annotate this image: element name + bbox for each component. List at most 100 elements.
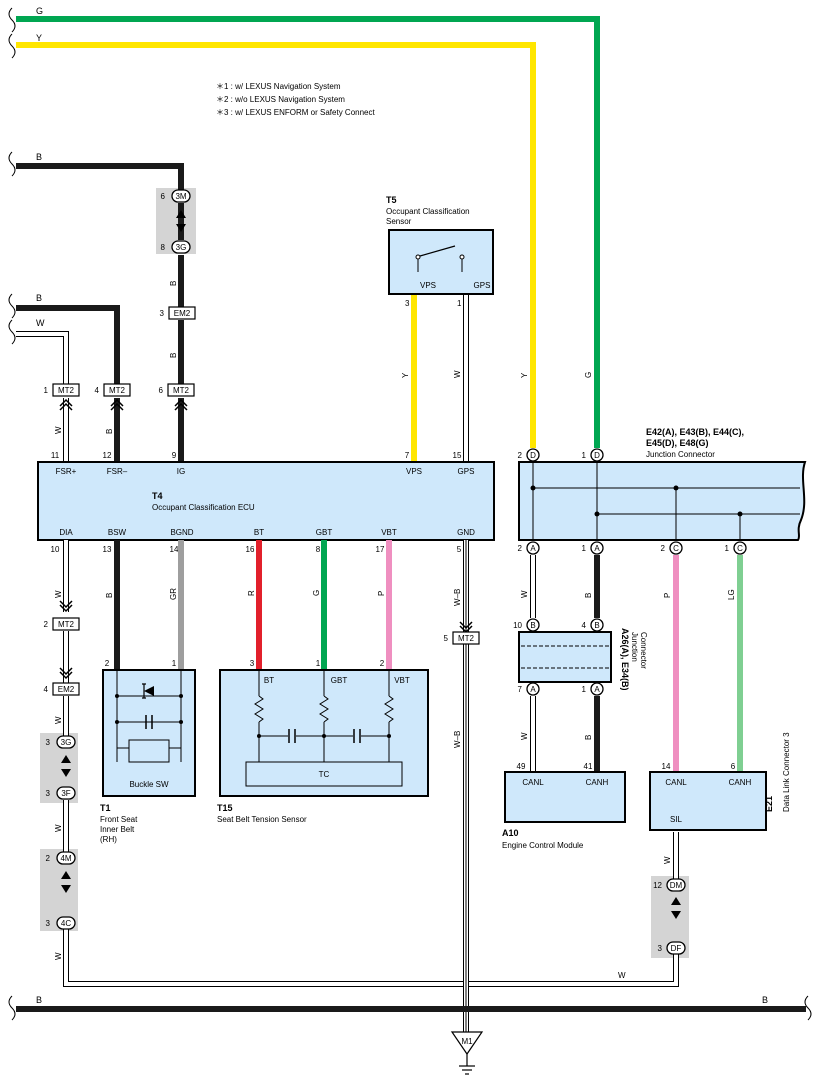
svg-text:2: 2 <box>518 544 523 553</box>
svg-text:10: 10 <box>513 621 522 630</box>
svg-text:2: 2 <box>46 854 51 863</box>
wire-label-y-down: Y <box>520 372 529 378</box>
svg-text:A: A <box>594 685 600 694</box>
wire-label-in-b1: B <box>36 152 42 162</box>
junction-title-line1: E42(A), E43(B), E44(C), <box>646 427 744 437</box>
junction-dots <box>530 485 743 517</box>
svg-text:8: 8 <box>161 243 166 252</box>
svg-text:6: 6 <box>159 386 164 395</box>
wire-b-fsrm-top <box>16 305 120 384</box>
svg-text:3G: 3G <box>61 738 72 747</box>
svg-text:A: A <box>530 544 536 553</box>
ecm-num-canl: 49 <box>517 762 526 771</box>
wire-label-top-g: G <box>36 6 43 16</box>
joint-3m: 3M 6 <box>161 189 191 203</box>
wire-label-vbt-p: P <box>377 591 386 596</box>
wire-label-c2-p: P <box>663 593 672 598</box>
junction2-box <box>518 631 612 683</box>
wire-label-top-y: Y <box>36 33 42 43</box>
svg-text:2: 2 <box>661 544 666 553</box>
wire-b-ig-top <box>16 163 184 192</box>
ecm-id: A10 <box>502 828 519 838</box>
svg-text:DM: DM <box>670 881 683 890</box>
connector-arrows-dm-df <box>671 897 681 919</box>
ecu-top-num-gps: 15 <box>453 451 462 460</box>
svg-text:4M: 4M <box>60 854 71 863</box>
note-3: ＊3 : w/ LEXUS ENFORM or Safety Connect <box>216 108 375 117</box>
dlc-id: E21 <box>764 796 774 812</box>
ground-m1 <box>450 1031 484 1075</box>
joint-3f-dia: 3F 3 <box>46 786 76 800</box>
ecu-bot-num-bt: 16 <box>246 545 255 554</box>
wire-label-a2-w2: W <box>520 732 529 740</box>
t15-num-vbt: 2 <box>380 659 385 668</box>
joint-df: DF 3 <box>658 941 686 955</box>
svg-text:3: 3 <box>46 789 51 798</box>
t5-switch-symbol <box>415 245 465 272</box>
break-mark-b1 <box>8 151 16 177</box>
svg-text:C: C <box>737 544 743 553</box>
t5-sensor-box <box>388 229 494 295</box>
svg-text:4C: 4C <box>61 919 71 928</box>
break-mark-bottom-left <box>8 995 16 1021</box>
junction2-name2: Connector <box>639 632 648 669</box>
dlc-pin-sil: SIL <box>670 815 683 824</box>
junction2-pin-1a: A 1 <box>582 682 604 696</box>
t5-num-vps: 3 <box>405 299 410 308</box>
wire-label-bt-r: R <box>247 590 256 596</box>
wire-w-fsrp-top <box>16 332 68 384</box>
joint-3g-dia: 3G 3 <box>46 735 76 749</box>
break-mark-g <box>8 7 16 33</box>
ecu-top-num-ig: 9 <box>172 451 177 460</box>
wire-label-gnd-wb2: W–B <box>453 731 462 748</box>
svg-text:3: 3 <box>46 919 51 928</box>
joint-4m-dia: 4M 2 <box>46 851 76 865</box>
svg-text:A: A <box>530 685 536 694</box>
ecm-num-canh: 41 <box>584 762 593 771</box>
junction2-internal <box>521 645 609 669</box>
wire-label-vps-y: Y <box>401 372 410 378</box>
connector-em2-ig: EM2 3 <box>160 306 196 320</box>
dlc-num-canl: 14 <box>662 762 671 771</box>
svg-text:MT2: MT2 <box>173 386 190 395</box>
junction2-pin-7a: A 7 <box>518 682 540 696</box>
wire-label-a2-w1: W <box>520 590 529 598</box>
junction-name: Junction Connector <box>646 450 715 459</box>
svg-text:MT2: MT2 <box>58 620 75 629</box>
dlc-pin-canl: CANL <box>665 778 687 787</box>
svg-text:B: B <box>530 621 535 630</box>
dlc-box <box>649 771 767 831</box>
buckle-line1: Front Seat <box>100 815 138 824</box>
break-mark-y <box>8 33 16 59</box>
t5-id: T5 <box>386 195 397 205</box>
svg-text:EM2: EM2 <box>174 309 191 318</box>
t15-num-bt: 3 <box>250 659 255 668</box>
wire-w-dia <box>63 540 679 987</box>
break-mark-b2 <box>8 293 16 319</box>
wire-label-sil-w: W <box>663 856 672 864</box>
svg-text:3: 3 <box>658 944 663 953</box>
buckle-junction-dots <box>115 694 183 724</box>
ecu-name: Occupant Classification ECU <box>152 503 255 512</box>
connector-mt2-fsrp: MT2 1 <box>44 383 80 411</box>
ecu-pin-vbt: VBT <box>381 528 397 537</box>
wire-label-dia-w1: W <box>54 590 63 598</box>
svg-text:1: 1 <box>725 544 730 553</box>
t15-pin-bt: BT <box>264 676 274 685</box>
ecu-top-num-vps: 7 <box>405 451 410 460</box>
wire-label-dia-w4: W <box>54 952 63 960</box>
ecu-bot-num-bsw: 13 <box>103 545 112 554</box>
wire-label-gbt-g: G <box>312 590 321 596</box>
ecu-pin-fsrp: FSR+ <box>56 467 77 476</box>
joint-dm: DM 12 <box>653 878 686 892</box>
t15-junction-dots <box>257 734 391 738</box>
svg-text:7: 7 <box>518 685 523 694</box>
ecm-pin-canl: CANL <box>522 778 544 787</box>
ecu-pin-bgnd: BGND <box>170 528 193 537</box>
wire-label-fsrm-b: B <box>105 429 114 434</box>
dlc-pin-canh: CANH <box>729 778 752 787</box>
wire-label-ig-b1: B <box>169 281 178 286</box>
svg-text:2: 2 <box>518 451 523 460</box>
svg-text:2: 2 <box>44 620 49 629</box>
